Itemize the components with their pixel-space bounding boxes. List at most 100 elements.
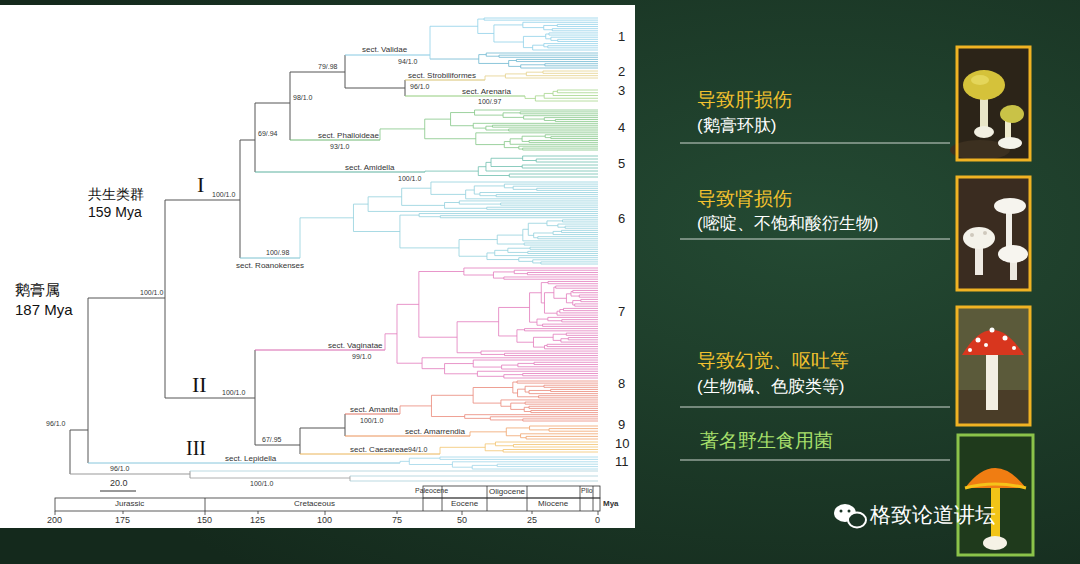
tree-branch — [255, 172, 425, 173]
tree-branch — [496, 194, 598, 195]
support-value: 79/.98 — [318, 63, 337, 71]
tree-branch — [561, 230, 598, 231]
tree-branch — [481, 354, 505, 355]
support-value: 100/.98 — [266, 249, 289, 257]
tree-branch — [474, 185, 504, 186]
tree-branch — [533, 50, 598, 51]
tree-branch — [502, 365, 518, 366]
tree-branch — [534, 364, 598, 365]
tree-branch — [544, 25, 558, 26]
tree-branch — [466, 190, 475, 191]
tree-branch — [548, 317, 598, 318]
tree-branch — [485, 75, 505, 76]
tree-branch — [509, 174, 598, 175]
tree-branch — [350, 476, 351, 481]
tree-branch — [402, 188, 431, 189]
tree-branch — [523, 160, 537, 161]
tree-branch — [528, 253, 598, 254]
toxin-note: (生物碱、色胺类等) — [697, 377, 844, 397]
support-value: 99/1.0 — [352, 353, 371, 361]
tree-branch — [509, 66, 521, 67]
tree-branch — [553, 340, 561, 341]
tree-branch — [492, 127, 598, 128]
tree-branch — [368, 196, 402, 197]
tree-branch — [473, 128, 486, 129]
tree-branch — [503, 449, 598, 450]
tree-branch — [555, 119, 598, 120]
tree-branch — [522, 136, 545, 137]
tree-branch — [478, 19, 484, 20]
mushroom-photo — [950, 47, 1030, 160]
tree-branch — [508, 252, 528, 253]
tree-branch — [440, 447, 441, 454]
tree-branch — [514, 270, 598, 271]
tree-branch — [533, 347, 544, 348]
tree-branch — [533, 337, 553, 338]
tree-branch — [501, 203, 598, 204]
tree-branch — [535, 101, 598, 102]
tree-branch — [526, 75, 598, 76]
tree-branch — [537, 319, 548, 320]
tree-branch — [165, 200, 166, 398]
tree-branch — [557, 24, 598, 25]
tree-branch — [345, 55, 430, 56]
tree-branch — [502, 369, 598, 370]
section-label: sect. Phalloideae — [318, 131, 379, 140]
tree-branch — [425, 171, 478, 172]
tree-branch — [526, 439, 598, 440]
tree-branch — [566, 302, 572, 303]
tree-branch — [491, 166, 522, 167]
tree-branch — [506, 427, 529, 428]
tree-branch — [544, 46, 548, 47]
tree-branch — [523, 418, 598, 419]
tree-branch — [536, 162, 598, 163]
section-label: sect. Roanokenses — [236, 261, 304, 270]
tick-label: 100 — [317, 515, 332, 525]
tree-branch — [516, 59, 598, 60]
tree-branch — [451, 112, 475, 113]
effect-heading: 导致幻觉、呕吐等 — [697, 350, 849, 372]
tree-branch — [368, 211, 598, 212]
tree-branch — [290, 72, 291, 140]
tree-branch — [400, 406, 401, 414]
tree-branch — [530, 426, 598, 427]
tree-branch — [481, 351, 598, 352]
support-value: 100/1.0 — [250, 480, 273, 488]
tree-branch — [544, 93, 553, 94]
epoch-label: Miocene — [538, 499, 568, 508]
tree-branch — [557, 311, 560, 312]
mushroom-photo — [957, 307, 1030, 425]
tree-branch — [573, 292, 598, 293]
tree-branch — [472, 469, 598, 470]
tree-branch — [531, 410, 598, 411]
support-value: 96/1.0 — [110, 465, 129, 473]
toxin-note: (嘧啶、不饱和酸衍生物) — [697, 214, 878, 234]
tree-branch — [519, 257, 598, 258]
tree-branch — [422, 368, 445, 369]
tree-branch — [409, 458, 440, 459]
tree-branch — [478, 166, 486, 167]
tree-branch — [541, 302, 544, 303]
tree-branch — [472, 465, 497, 466]
tree-branch — [523, 373, 598, 374]
tree-branch — [548, 45, 598, 46]
tree-branch — [524, 245, 598, 246]
tree-branch — [537, 190, 598, 191]
tree-branch — [350, 481, 598, 482]
toxin-note: (鹅膏环肽) — [697, 116, 776, 136]
tree-branch — [517, 383, 598, 384]
tree-branch — [504, 276, 598, 277]
tree-branch — [529, 390, 551, 391]
tree-branch — [541, 282, 548, 283]
tree-branch — [523, 27, 544, 28]
tree-branch — [560, 309, 564, 310]
tree-branch — [473, 367, 501, 368]
tree-branch — [523, 148, 598, 149]
tree-branch — [400, 461, 401, 463]
tree-branch — [565, 228, 598, 229]
tree-branch — [440, 217, 598, 218]
support-value: 96/1.0 — [46, 420, 65, 428]
tree-branch — [524, 411, 531, 412]
tree-branch — [457, 321, 499, 322]
